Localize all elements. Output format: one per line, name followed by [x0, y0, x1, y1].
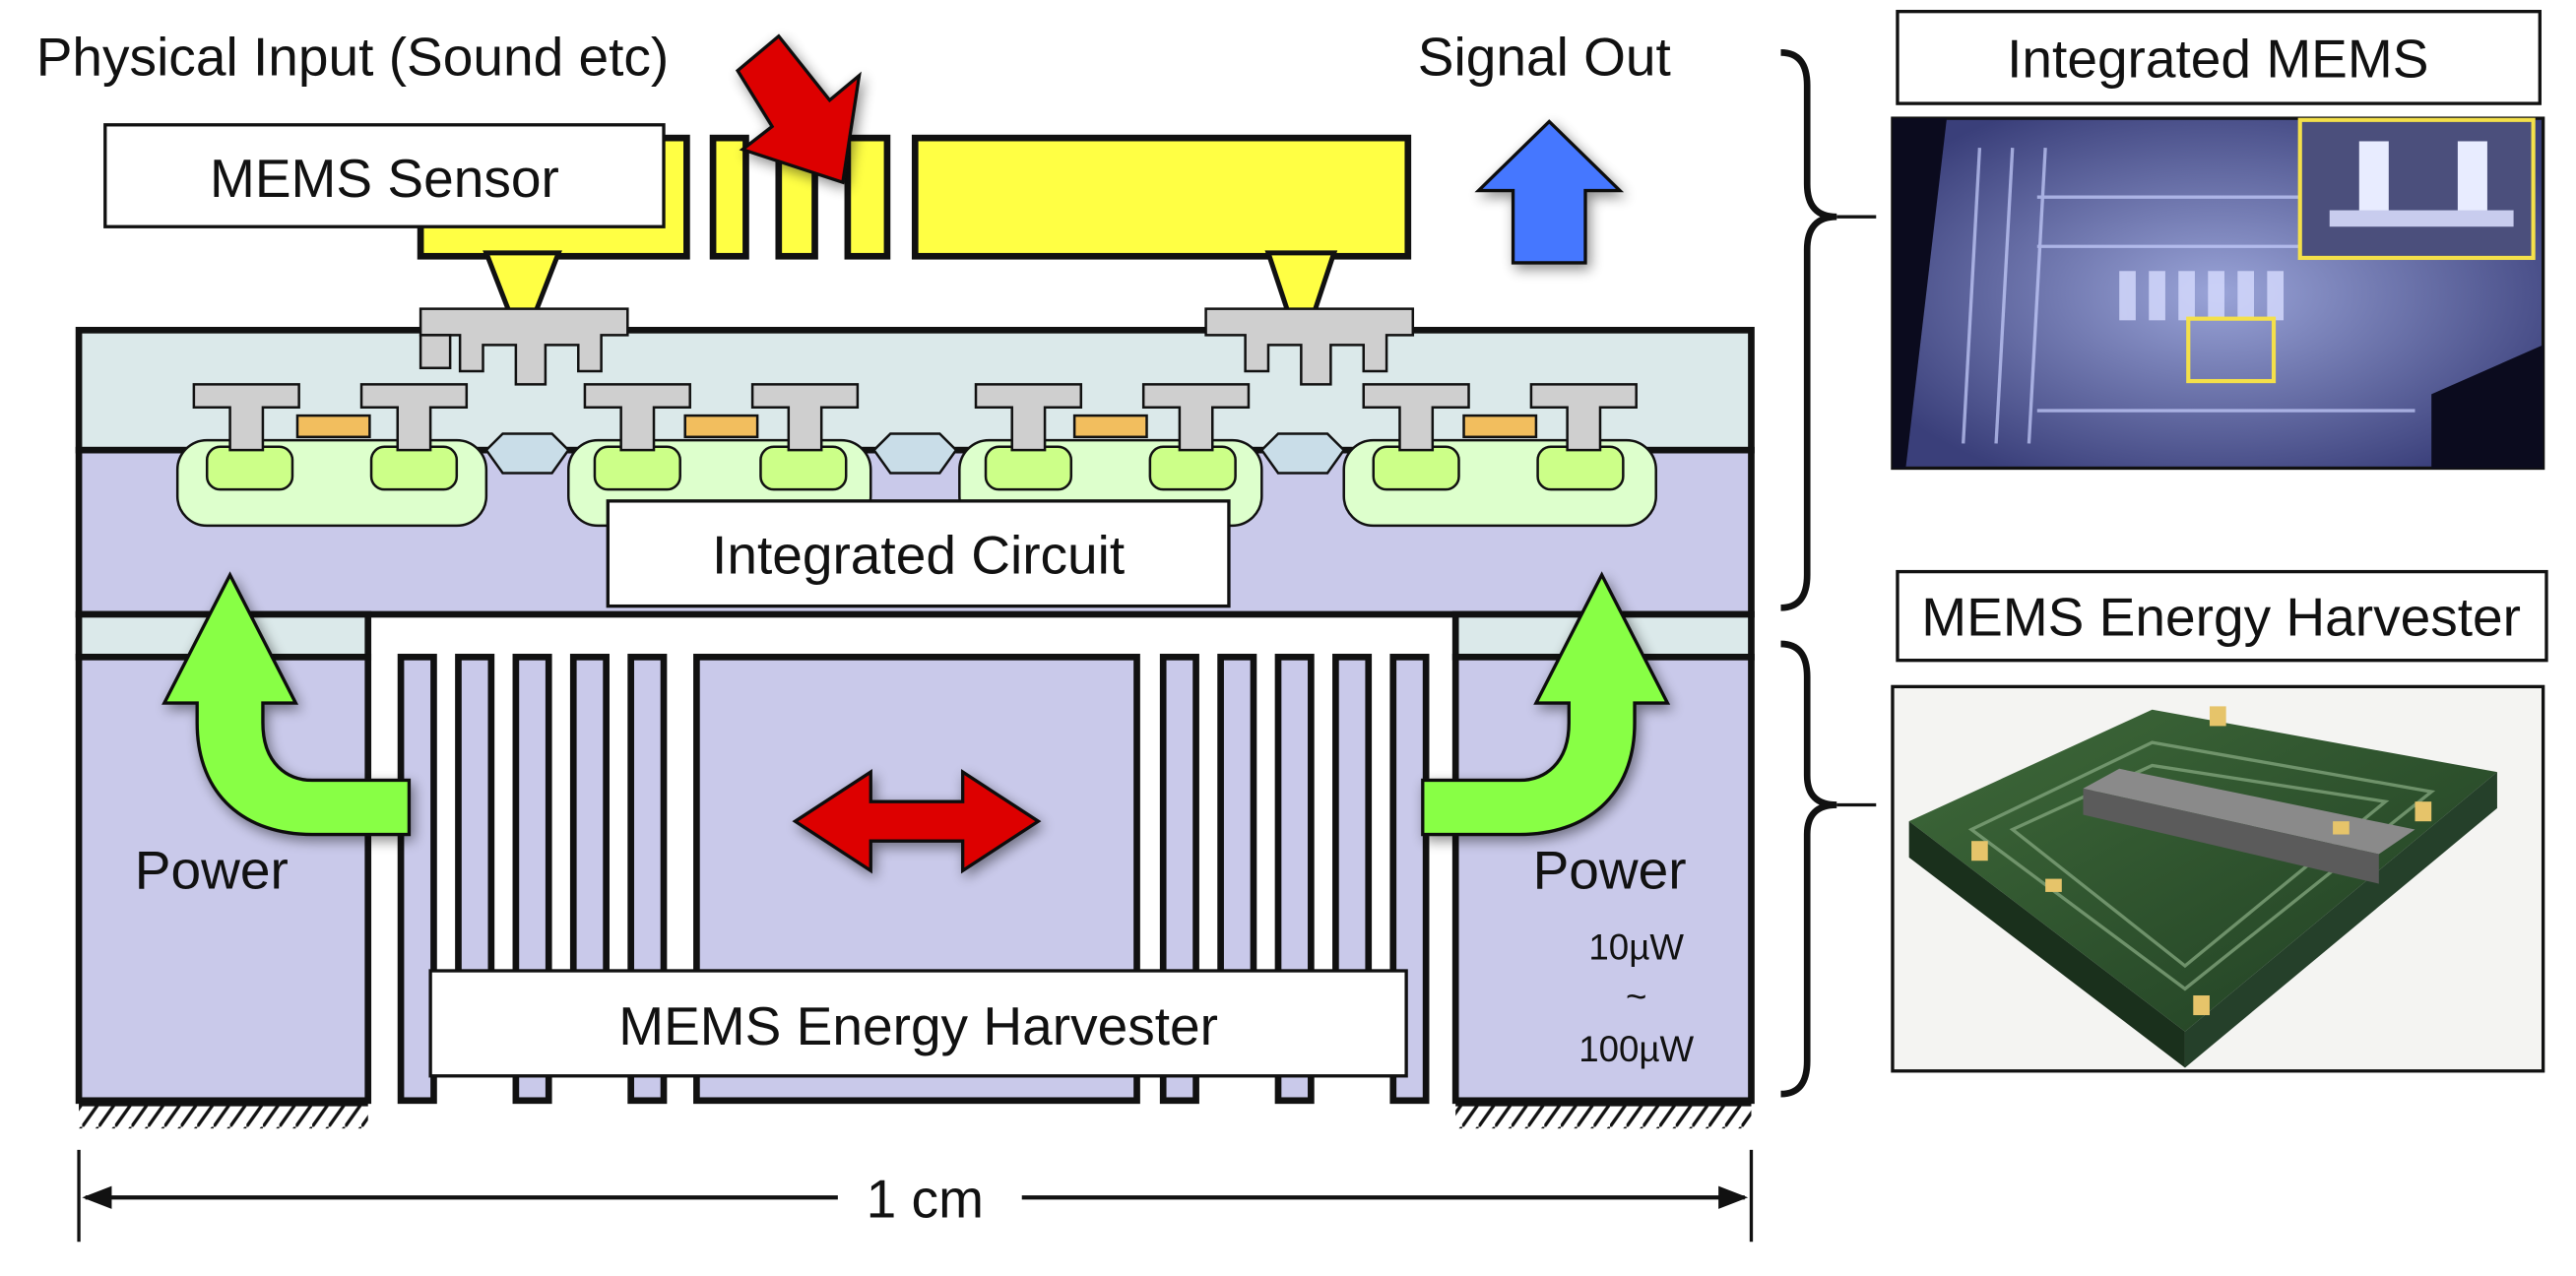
harvester-photo [1891, 684, 2545, 1073]
power-arrow-right [1421, 571, 1671, 837]
oscillation-arrow [792, 769, 1042, 874]
input-arrow [735, 33, 862, 185]
harvester-label: MEMS Energy Harvester [618, 995, 1218, 1056]
harvester-photo-title: MEMS Energy Harvester [1921, 587, 2521, 648]
scale-label: 1 cm [867, 1168, 984, 1229]
integrated-mems-title-box [1896, 10, 2542, 105]
power-range-low: 10µW [1588, 926, 1684, 967]
harvester-label-box [428, 969, 1408, 1078]
scale-bar [77, 1149, 1754, 1243]
power-arrow-left [161, 571, 412, 837]
power-range-high: 100µW [1578, 1029, 1694, 1069]
transistor-gates [295, 414, 1538, 439]
ground-hatch-left [79, 1101, 368, 1129]
power-right-label: Power [1533, 840, 1687, 901]
mems-sensor-label-box [103, 123, 666, 228]
brace-top [1780, 49, 1877, 611]
power-range-tilde: ~ [1626, 976, 1646, 1016]
integrated-circuit-label-box [606, 499, 1231, 608]
brace-bottom [1780, 640, 1877, 1098]
signal-out-label: Signal Out [1418, 27, 1671, 88]
integrated-mems-photo [1891, 116, 2545, 471]
field-oxide-isolation [484, 432, 1346, 475]
physical-input-label: Physical Input (Sound etc) [36, 27, 670, 88]
metal-contacts [192, 383, 1638, 452]
sensor-anchors [419, 307, 1415, 386]
harvester-top-layer [75, 610, 1755, 661]
power-left-label: Power [135, 840, 289, 901]
contact-regions [205, 445, 1625, 491]
harvester-photo-title-box [1896, 569, 2548, 663]
ground-hatch-right [1455, 1101, 1752, 1129]
integrated-mems-title: Integrated MEMS [2007, 28, 2428, 89]
mems-sensor-label: MEMS Sensor [210, 148, 559, 209]
signal-out-arrow [1474, 119, 1625, 265]
integrated-circuit-label: Integrated Circuit [712, 524, 1125, 585]
